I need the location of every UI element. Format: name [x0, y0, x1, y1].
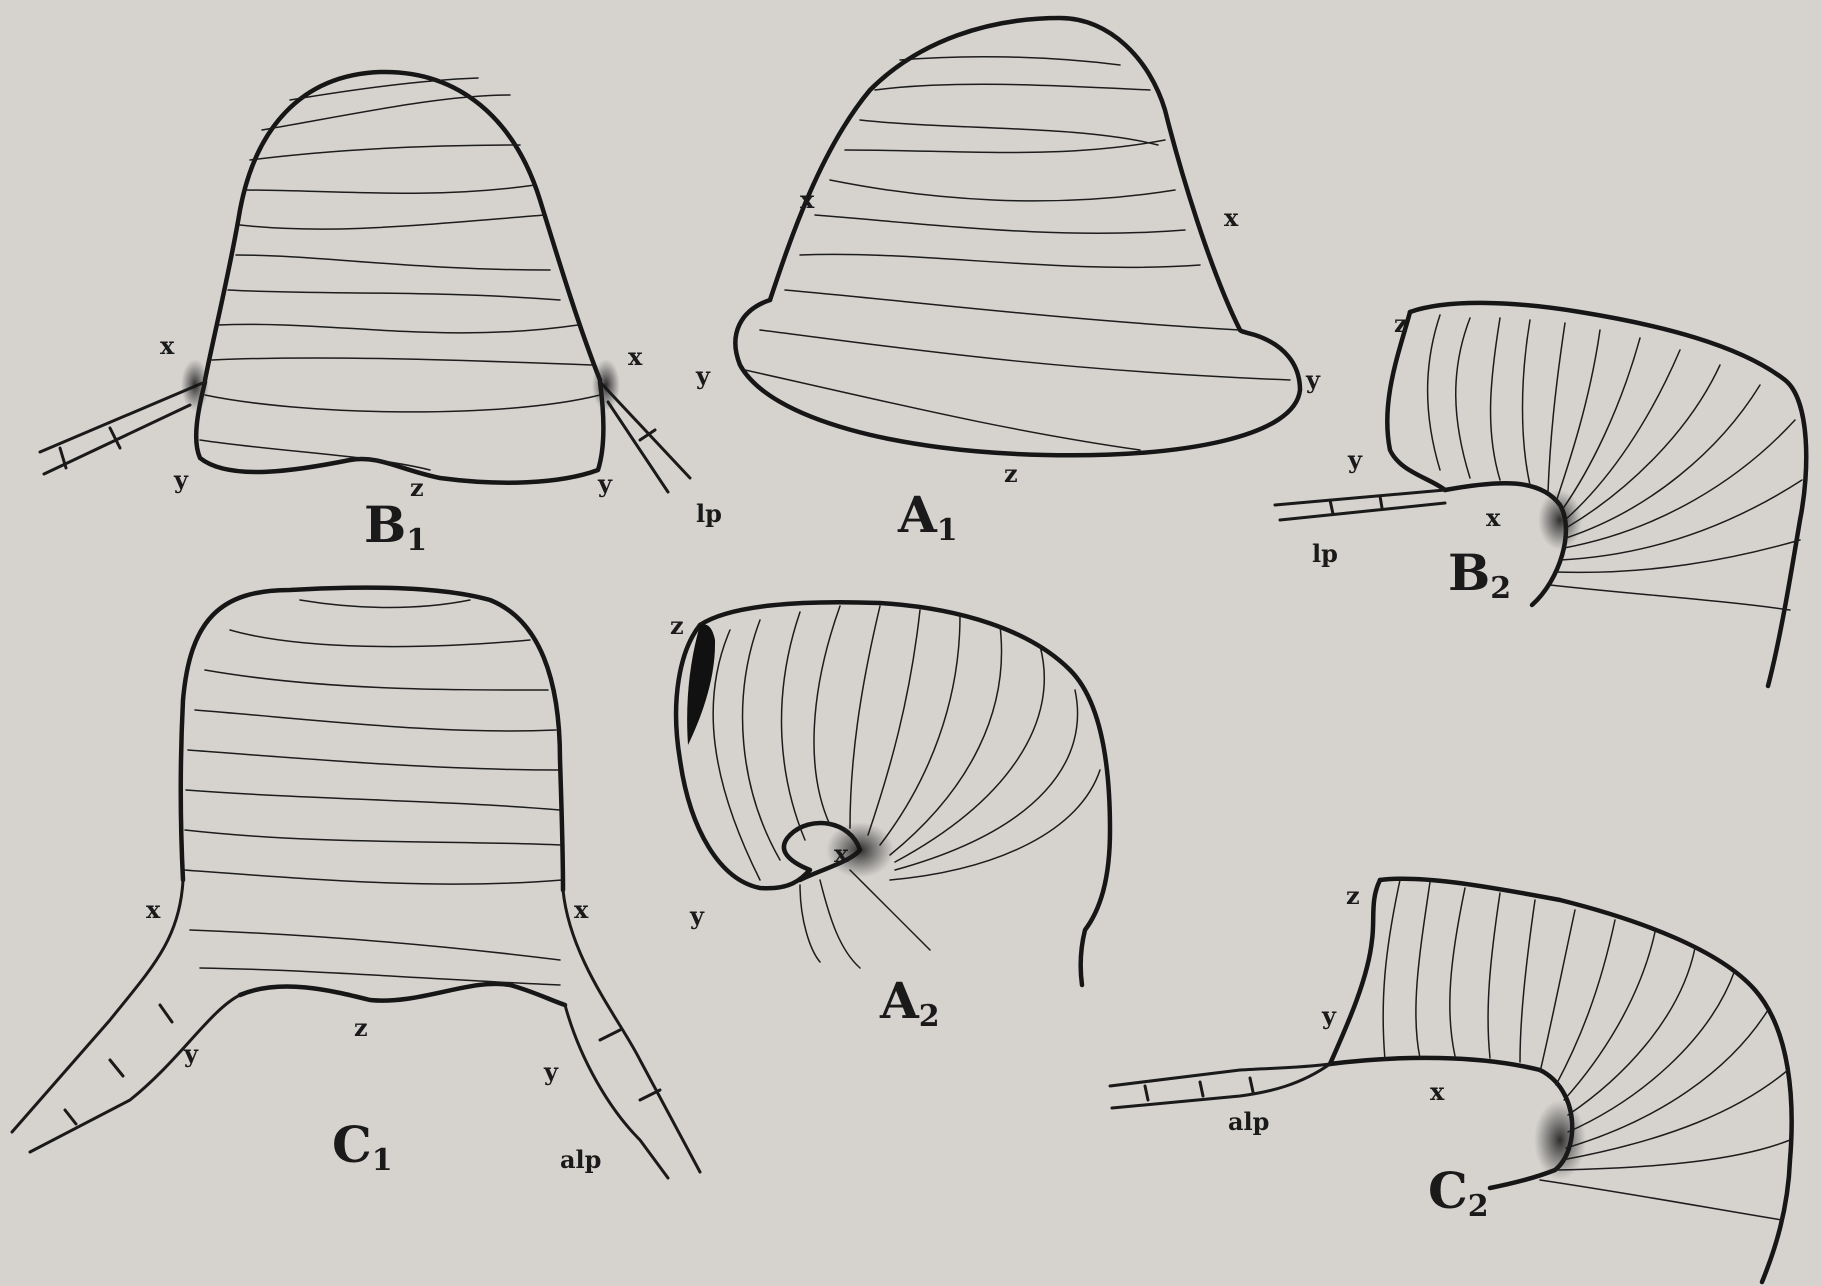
- c1-label-y-left: y: [183, 1039, 199, 1068]
- a2-label-x: x: [834, 839, 849, 868]
- b2-figure-label: B2: [1448, 543, 1511, 606]
- figure-a1: x x y z A1: [735, 18, 1321, 548]
- b1-label-x-left: x: [160, 331, 175, 360]
- b2-leg: [1275, 490, 1445, 520]
- b1-striations: [212, 78, 592, 365]
- c2-figure-label: C2: [1428, 1161, 1489, 1224]
- a1-label-z: z: [1004, 459, 1018, 488]
- c1-striations: [184, 600, 562, 985]
- a1-label-x-left: x: [800, 185, 815, 214]
- b1-figure-label: B1: [364, 495, 427, 558]
- b1-label-y-right: y: [597, 469, 613, 498]
- b1-label-z: z: [410, 473, 424, 502]
- c1-label-alp: alp: [560, 1145, 601, 1174]
- b2-label-x: x: [1486, 503, 1501, 532]
- c1-dome-outline: [181, 588, 563, 890]
- figure-b2: z y x lp B2: [1275, 303, 1806, 686]
- c2-label-z: z: [1346, 881, 1360, 910]
- c1-left-leg: [12, 880, 240, 1152]
- c1-base-curve: [240, 984, 565, 1005]
- c1-label-y-right: y: [543, 1057, 559, 1086]
- figure-c1: x x y y z alp C1: [12, 588, 700, 1178]
- a1-bell-outline: [770, 18, 1240, 330]
- figure-b1: x x y y y z lp B1: [40, 72, 722, 558]
- c1-label-z: z: [354, 1013, 368, 1042]
- c1-label-x-left: x: [146, 895, 161, 924]
- figure-c2: z y x alp C2: [1110, 879, 1792, 1282]
- b1-label-y-left: y: [173, 465, 189, 494]
- c2-label-y: y: [1321, 1001, 1337, 1030]
- a2-label-z: z: [670, 611, 684, 640]
- a1-label-y: y: [1305, 365, 1321, 394]
- b2-front-lobe: [1387, 312, 1445, 490]
- c2-label-x: x: [1430, 1077, 1445, 1106]
- b1-left-leg: [40, 382, 205, 474]
- b2-fan-outline: [1410, 303, 1806, 686]
- a2-figure-label: A2: [879, 971, 940, 1034]
- c1-label-x-right: x: [574, 895, 589, 924]
- b1-label-lp: lp: [696, 499, 722, 528]
- b1-lower-lobe: [196, 382, 603, 483]
- a1-label-x-right: x: [1224, 203, 1239, 232]
- c1-figure-label: C1: [332, 1115, 393, 1178]
- a2-label-y: y: [689, 901, 705, 930]
- a2-shell-outline: [700, 602, 1110, 985]
- b1-label-x-right: x: [628, 342, 643, 371]
- c1-right-leg: [563, 890, 700, 1178]
- b1-label-y-outer: y: [695, 361, 711, 390]
- a2-striations: [713, 606, 1100, 968]
- a1-rim-outline: [735, 300, 1300, 455]
- b2-label-z: z: [1394, 309, 1408, 338]
- b2-label-y: y: [1347, 445, 1363, 474]
- c2-label-alp: alp: [1228, 1107, 1269, 1136]
- figure-a2: z x y A2: [670, 602, 1110, 1034]
- c2-leg: [1110, 1064, 1330, 1108]
- a1-figure-label: A1: [897, 485, 958, 548]
- b2-label-lp: lp: [1312, 539, 1338, 568]
